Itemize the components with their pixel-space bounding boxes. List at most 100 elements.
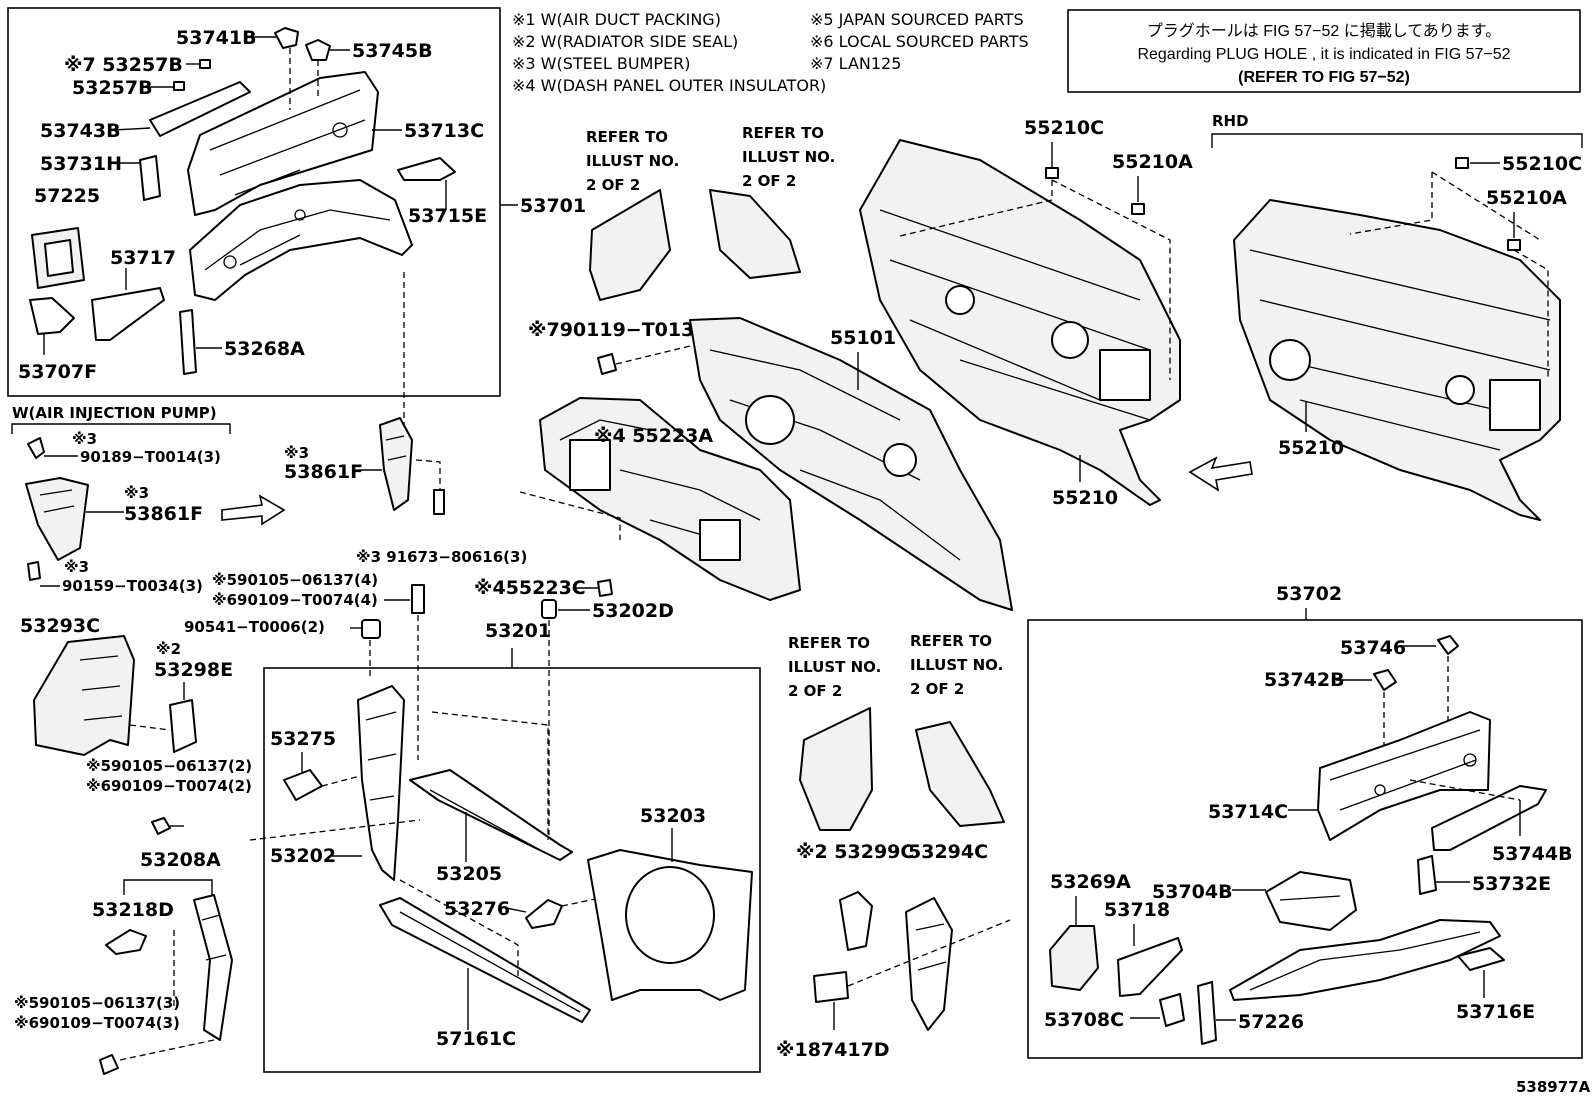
group-53201-frame	[263, 667, 761, 1073]
label-90541: 90541−T0006(2)	[184, 618, 325, 636]
part-57226-shape	[1197, 981, 1217, 1045]
arrow-left-icon	[1188, 456, 1253, 492]
note-1: ※1 W(AIR DUCT PACKING)	[512, 10, 721, 29]
plug-hole-note-ref: (REFER TO FIG 57−52)	[1238, 69, 1410, 86]
part-90159-shape	[27, 561, 41, 581]
label-53218D: 53218D	[92, 899, 174, 921]
part-53716E-shape	[1457, 947, 1505, 971]
label-53731H: 53731H	[40, 153, 122, 175]
label-53743B: 53743B	[40, 120, 121, 142]
plug-hole-note-frame	[1067, 9, 1581, 93]
label-55101: 55101	[830, 327, 896, 349]
part-53745B-shape	[305, 39, 331, 61]
note-2: ※2 W(RADIATOR SIDE SEAL)	[512, 32, 738, 51]
part-53202D-shape	[541, 599, 557, 619]
group-53208A: 53208A 53218D ※590105−06137(3) ※690109−T…	[14, 849, 233, 1075]
note-4: ※4 W(DASH PANEL OUTER INSULATOR)	[512, 76, 826, 95]
label-90159-mark: ※3	[64, 558, 89, 576]
part-53268A-shape	[179, 309, 197, 375]
label-53298E: 53298E	[154, 659, 233, 681]
part-55223C-shape	[597, 579, 613, 597]
label-53298E-mark: ※2	[156, 640, 181, 658]
part-53861F-mid-shape	[379, 417, 413, 511]
label-53714C: 53714C	[1208, 801, 1288, 823]
part-53202-shape	[357, 685, 405, 881]
label-90159: 90159−T0034(3)	[62, 577, 203, 595]
label-53741B: 53741B	[176, 27, 257, 49]
refer-a-line1: REFER TO	[586, 128, 668, 146]
part-53742B-shape	[1373, 669, 1397, 691]
refer-d-line3: 2 OF 2	[910, 680, 964, 698]
part-53294C-shape	[905, 897, 953, 1031]
note-6: ※6 LOCAL SOURCED PARTS	[810, 32, 1029, 51]
label-53299C: ※2 53299C	[796, 841, 914, 863]
part-53741B-shape	[274, 27, 299, 49]
part-57161C-shape	[379, 897, 591, 1023]
refer-d-line1: REFER TO	[910, 632, 992, 650]
label-53715E: 53715E	[408, 205, 487, 227]
part-53717-shape	[91, 287, 165, 341]
part-90105-c-bolt	[99, 1054, 119, 1075]
label-90105-b: ※590105−06137(2)	[86, 757, 252, 775]
label-53717: 53717	[110, 247, 176, 269]
part-53205-shape	[409, 769, 573, 861]
part-wheelhouse-rhd-shape	[1229, 919, 1501, 1001]
group-53294C: ※2 53299C 53294C ※187417D	[776, 841, 1011, 1061]
part-wheelhouse-ribs	[204, 209, 391, 271]
label-790119: ※790119−T0130	[528, 319, 708, 341]
label-53704B: 53704B	[1152, 881, 1233, 903]
part-53708C-shape	[1159, 993, 1185, 1027]
part-53218D-shape	[105, 929, 147, 955]
group-55210-rhd: RHD 55210C 55210A 55210	[1211, 112, 1583, 521]
part-90105-a-bolt	[411, 584, 425, 614]
label-55210C-a: 55210C	[1024, 117, 1104, 139]
part-53298E-shape	[169, 699, 197, 753]
part-87417D-shape	[813, 971, 849, 1003]
refer-b-line2: ILLUST NO.	[742, 148, 835, 166]
label-53257B-7: ※7 53257B	[64, 54, 183, 76]
refer-c-line1: REFER TO	[788, 634, 870, 652]
label-53257B: 53257B	[72, 77, 153, 99]
part-53257B-7-shape	[199, 59, 211, 69]
group-53293C: 53293C ※2 53298E ※590105−06137(2) ※69010…	[20, 615, 252, 835]
label-53275: 53275	[270, 728, 336, 750]
label-55210-b: 55210	[1278, 437, 1344, 459]
label-55223A: ※4 55223A	[594, 425, 713, 447]
label-53716E: 53716E	[1456, 1001, 1535, 1023]
part-55210A-b-clip	[1507, 239, 1521, 251]
label-91673: ※3 91673−80616(3)	[356, 548, 527, 566]
part-53731H-shape	[139, 155, 161, 201]
part-55210-rhd-shape	[1233, 199, 1561, 521]
label-55223C: ※455223C	[474, 577, 586, 599]
part-53275-shape	[283, 769, 323, 801]
label-53861F-left: 53861F	[124, 503, 203, 525]
group-fasteners-a: ※590105−06137(4) ※690109−T0074(4) 90541−…	[184, 571, 425, 760]
part-90541-shape	[361, 619, 381, 639]
label-57225: 57225	[34, 185, 100, 207]
part-53707F-shape	[29, 297, 75, 335]
group-53861F-mid: ※3 53861F ※3 91673−80616(3)	[284, 417, 527, 566]
part-55101-shape	[689, 317, 1013, 611]
label-53713C: 53713C	[404, 120, 484, 142]
label-53294C: 53294C	[908, 841, 988, 863]
label-55210-a: 55210	[1052, 487, 1118, 509]
label-90109-c: ※690109−T0074(3)	[14, 1014, 180, 1032]
label-53745B: 53745B	[352, 40, 433, 62]
label-90109-b: ※690109−T0074(2)	[86, 777, 252, 795]
label-53201: 53201	[485, 620, 551, 642]
part-55210A-a-clip	[1131, 203, 1145, 215]
label-53707F: 53707F	[18, 361, 97, 383]
part-53732E-shape	[1417, 855, 1437, 895]
part-90105-b-bolt	[151, 817, 171, 835]
note-7: ※7 LAN125	[810, 54, 901, 73]
label-90109-a: ※690109−T0074(4)	[212, 591, 378, 609]
part-790119-shape	[597, 353, 617, 375]
part-53713C-ribs	[209, 89, 366, 196]
part-refer-b-shape	[709, 189, 801, 279]
group-53701: 53701 53713C 53741B 53745B ※7 53257B 532…	[7, 7, 586, 430]
group-53201: 53201 53202 53275 53205 53276 53203	[249, 620, 761, 1073]
group-air-injection: W(AIR INJECTION PUMP) ※3 90189−T0014(3) …	[11, 404, 286, 595]
label-53701: 53701	[520, 195, 586, 217]
label-53702: 53702	[1276, 583, 1342, 605]
label-53708C: 53708C	[1044, 1009, 1124, 1031]
